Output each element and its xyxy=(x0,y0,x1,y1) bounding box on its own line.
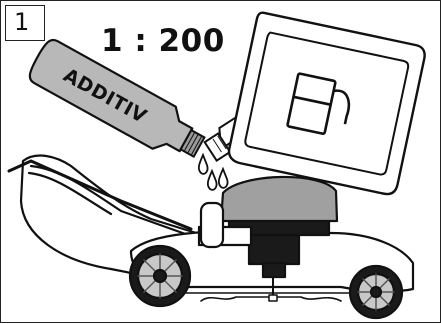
front-wheel xyxy=(350,266,402,318)
rear-wheel xyxy=(130,246,190,306)
engine-cover xyxy=(221,177,337,221)
step-number: 1 xyxy=(5,5,45,41)
drops xyxy=(199,155,228,190)
drop-icon xyxy=(208,171,217,190)
drop-icon xyxy=(219,169,228,188)
drop-icon xyxy=(199,155,208,174)
fuel-can xyxy=(201,6,426,198)
mix-ratio: 1 : 200 xyxy=(101,23,225,59)
fuel-tank-opening xyxy=(201,203,223,247)
